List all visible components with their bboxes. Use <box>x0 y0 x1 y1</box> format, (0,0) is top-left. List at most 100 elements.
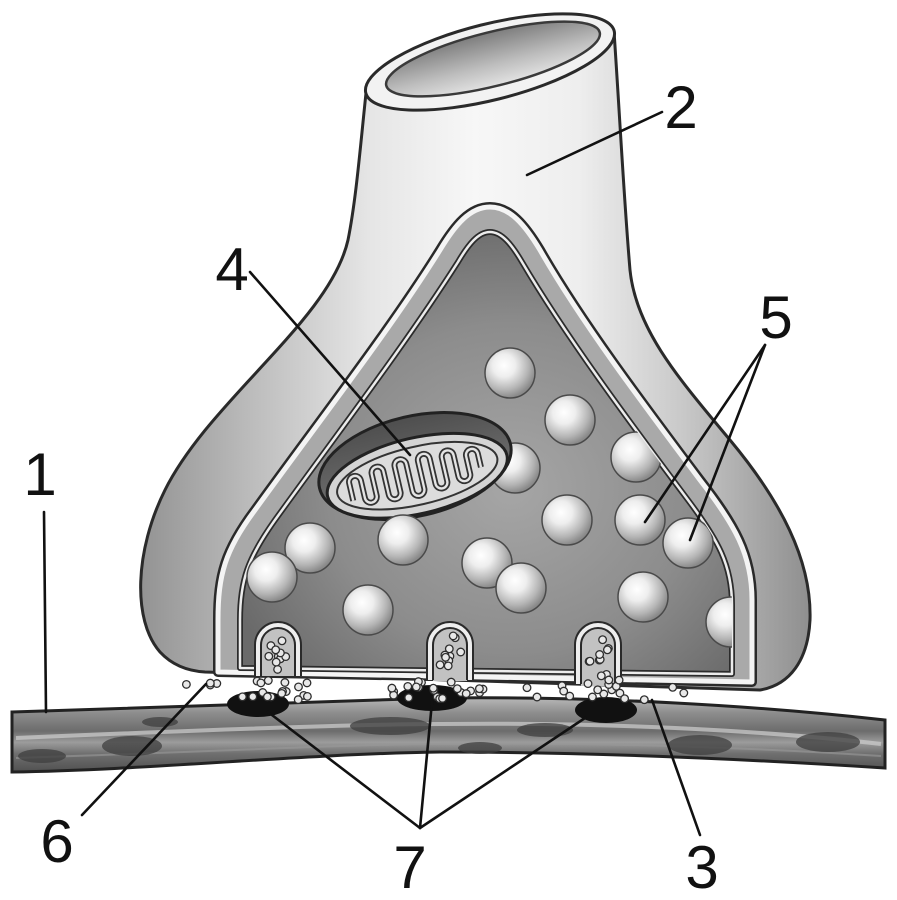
neurotransmitter-molecule <box>294 682 303 692</box>
neurotransmitter-molecule <box>604 675 614 685</box>
neurotransmitter-molecule <box>181 679 191 689</box>
neurotransmitter-molecule <box>403 681 413 691</box>
neurotransmitter-molecule <box>614 675 624 685</box>
synaptic-vesicle <box>705 596 732 648</box>
membrane-stripe <box>15 742 882 759</box>
neurotransmitter-molecule <box>559 686 569 696</box>
neurotransmitter-molecule <box>565 691 575 701</box>
receptor <box>575 697 637 723</box>
leader-line-7b <box>418 700 434 830</box>
neurotransmitter-molecule <box>264 651 274 661</box>
neurotransmitter-molecule <box>532 692 542 702</box>
neurotransmitter-molecule <box>248 692 258 702</box>
receptor <box>397 685 467 711</box>
leader-line-5b <box>688 343 767 542</box>
neurotransmitter-molecule <box>448 631 458 641</box>
neurotransmitter-molecule <box>262 692 272 702</box>
nucleus <box>668 735 732 755</box>
cristae <box>346 445 484 506</box>
neurotransmitter-molecule <box>679 688 689 698</box>
neurotransmitter-molecule <box>585 656 595 666</box>
label-3: 3 <box>685 834 718 900</box>
neurotransmitter-molecule <box>596 671 606 681</box>
neurotransmitter-molecule <box>461 689 471 699</box>
leader-line-6 <box>80 682 208 817</box>
label-2: 2 <box>664 74 697 141</box>
leader-line-7c <box>418 716 587 830</box>
label-6: 6 <box>40 808 73 875</box>
synaptic-vesicle <box>377 514 429 566</box>
release-site-membrane <box>576 623 620 684</box>
neurotransmitter-molecule <box>387 683 397 693</box>
neurotransmitter-molecule <box>302 691 312 701</box>
neurotransmitter-molecule <box>277 688 287 698</box>
neurotransmitter-molecule <box>237 692 247 702</box>
neurotransmitter-molecule <box>404 693 414 703</box>
neurotransmitter-molecules <box>181 631 689 705</box>
leader-line-4 <box>248 270 412 457</box>
synaptic-vesicle <box>544 394 596 446</box>
label-7: 7 <box>393 834 426 900</box>
leader-line-7a <box>266 710 422 830</box>
synaptic-vesicles <box>246 347 732 648</box>
neurotransmitter-molecule <box>446 677 456 687</box>
neurotransmitter-molecule <box>598 635 608 645</box>
neurotransmitter-molecule <box>441 652 451 662</box>
neurotransmitter-molecule <box>280 678 290 687</box>
neurotransmitter-molecule <box>277 636 287 646</box>
neurotransmitter-molecule <box>271 657 281 667</box>
leader-lines <box>42 110 767 837</box>
nucleus <box>458 742 502 754</box>
neurotransmitter-molecule <box>271 645 281 655</box>
leader-line-5a <box>643 343 767 524</box>
neurotransmitter-molecule <box>444 644 454 654</box>
label-4: 4 <box>215 236 248 303</box>
neurotransmitter-molecule <box>456 647 466 657</box>
neurotransmitter-molecule <box>263 676 273 685</box>
neurotransmitter-molecule <box>587 692 597 702</box>
nucleus <box>102 736 162 756</box>
synaptic-vesicle <box>541 494 593 546</box>
synaptic-vesicle <box>342 584 394 636</box>
cristae-inner <box>347 447 483 504</box>
neurotransmitter-molecule <box>452 684 462 694</box>
release-site-membrane <box>428 623 472 680</box>
neurotransmitter-molecule <box>615 688 625 698</box>
synaptic-vesicle <box>662 517 714 569</box>
membrane-stripe <box>15 721 882 746</box>
neurotransmitter-molecule <box>256 678 266 688</box>
neurotransmitter-molecule <box>428 683 438 693</box>
neurotransmitter-molecule <box>602 645 612 655</box>
neurotransmitter-molecule <box>273 664 283 674</box>
neurotransmitter-molecule <box>293 695 303 705</box>
membrane-nuclei <box>18 717 860 763</box>
membrane-band <box>10 696 887 774</box>
axon-opening <box>384 20 602 98</box>
neurotransmitter-molecule <box>443 661 453 671</box>
neurotransmitter-molecule <box>302 678 312 688</box>
neurotransmitter-molecule <box>593 685 603 695</box>
nucleus <box>18 749 66 763</box>
neurotransmitter-molecule <box>411 682 421 692</box>
label-5: 5 <box>759 284 792 351</box>
neurotransmitter-molecule <box>639 695 649 705</box>
label-1: 1 <box>23 441 56 508</box>
nucleus <box>350 717 430 735</box>
synaptic-vesicle <box>246 551 298 603</box>
neurotransmitter-molecule <box>438 693 447 703</box>
leader-line-2 <box>525 110 664 177</box>
leader-line-3 <box>650 698 702 837</box>
release-site-membrane <box>256 623 300 676</box>
nucleus <box>796 732 860 752</box>
neurotransmitter-molecule <box>205 678 215 688</box>
neurotransmitter-molecule <box>599 689 609 699</box>
neurotransmitter-molecule <box>474 684 484 694</box>
synaptic-vesicle <box>284 522 336 574</box>
neurotransmitter-molecule <box>595 650 605 659</box>
synaptic-vesicle <box>617 571 669 623</box>
neurotransmitter-molecule <box>435 660 445 670</box>
mitochondrion <box>317 411 513 521</box>
postsynaptic-membrane <box>10 696 887 774</box>
neurotransmitter-molecule <box>583 679 593 689</box>
